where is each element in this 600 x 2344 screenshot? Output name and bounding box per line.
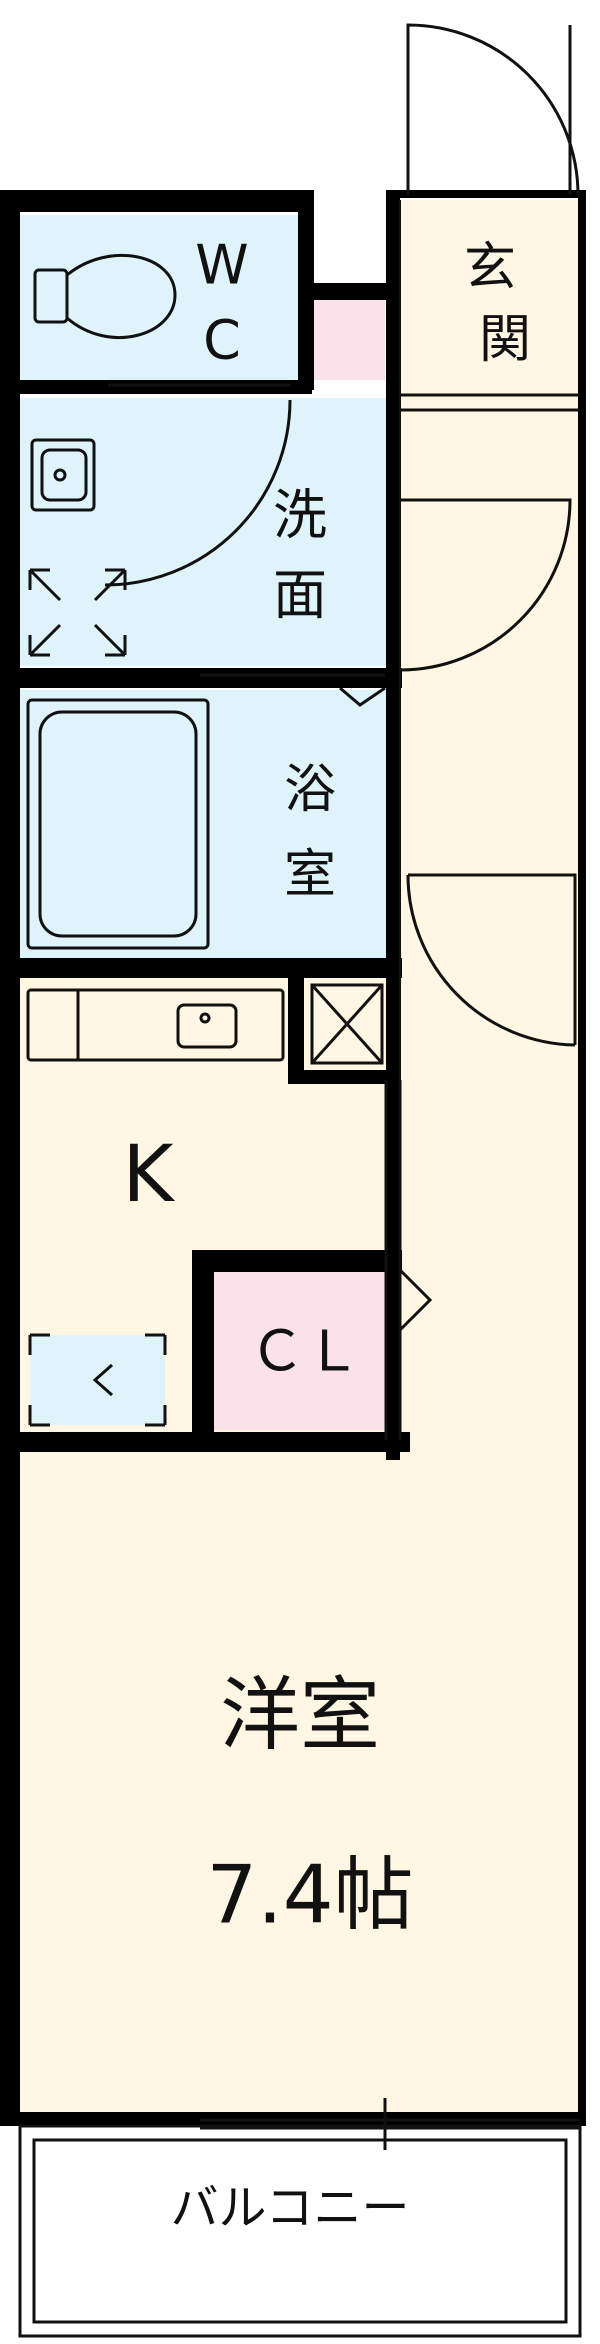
western-room-label: 洋室 <box>220 1669 380 1762</box>
bathroom-label-2: 室 <box>284 845 336 905</box>
bathroom-label-1: 浴 <box>284 760 336 820</box>
laundry-space-icon <box>28 1333 167 1427</box>
pipe-space <box>310 300 385 380</box>
washing-machine-space-icon <box>28 568 127 657</box>
balcony-label: バルコニー <box>170 2180 409 2236</box>
entrance-label-2: 関 <box>479 310 531 370</box>
closet-area <box>210 1270 390 1430</box>
toilet-icon <box>33 253 177 340</box>
wc-label-c: C <box>203 309 241 372</box>
closet-label: ＣＬ <box>249 1320 361 1385</box>
entrance-area <box>400 200 582 395</box>
washroom-label-1: 洗 <box>273 484 327 547</box>
bathtub-icon <box>26 698 210 950</box>
door-lines <box>104 23 580 2150</box>
washroom-label-2: 面 <box>273 564 327 627</box>
walls <box>0 190 586 2126</box>
kitchen-label: K <box>122 1130 175 1220</box>
washroom-area <box>20 398 392 666</box>
western-room-size: 7.4帖 <box>206 1849 413 1942</box>
kitchen-laundry-space <box>30 1335 165 1425</box>
entrance-label-1: 玄 <box>464 238 516 298</box>
pantry-box-icon <box>310 983 384 1065</box>
bathroom-area <box>20 690 392 958</box>
washbasin-icon <box>30 438 96 512</box>
wc-area <box>20 215 300 380</box>
kitchen-counter-icon <box>26 988 285 1062</box>
balcony-outline <box>18 2124 582 2338</box>
wc-label-w: W <box>195 234 248 297</box>
